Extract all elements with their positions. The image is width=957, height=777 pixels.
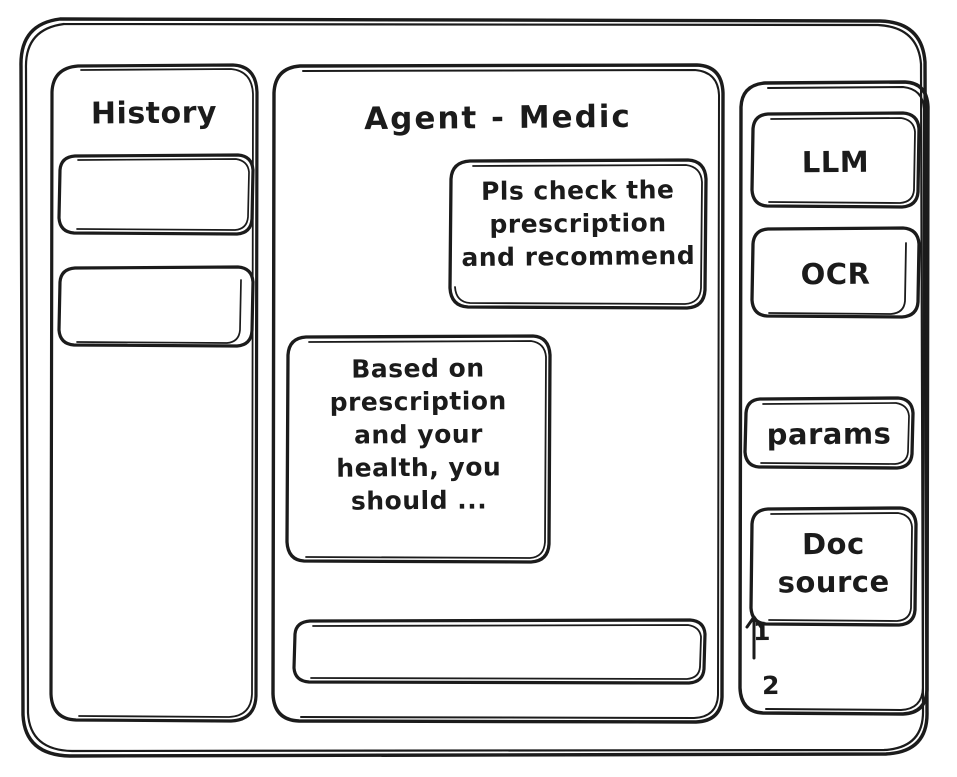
user-message-text: Pls check the prescription and recommend bbox=[461, 175, 696, 273]
message-input-value bbox=[310, 634, 690, 637]
annotation-2[interactable]: 2 bbox=[761, 671, 781, 701]
message-input[interactable] bbox=[294, 620, 705, 683]
ocr-chip[interactable]: OCR bbox=[752, 228, 919, 317]
llm-chip-label: LLM bbox=[801, 144, 870, 180]
annotation-1[interactable]: 1 bbox=[752, 617, 772, 647]
user-message-bubble[interactable]: Pls check the prescription and recommend bbox=[450, 160, 706, 308]
assistant-message-bubble[interactable]: Based on prescription and your health, y… bbox=[287, 336, 550, 562]
params-chip[interactable]: params bbox=[745, 398, 913, 468]
agent-title: Agent - Medic bbox=[364, 98, 632, 138]
history-panel bbox=[51, 66, 258, 722]
doc-source-chip-label: Doc source bbox=[777, 526, 890, 600]
params-chip-label: params bbox=[766, 416, 892, 452]
ocr-chip-label: OCR bbox=[800, 256, 871, 292]
llm-chip[interactable]: LLM bbox=[752, 113, 919, 207]
assistant-message-text: Based on prescription and your health, y… bbox=[329, 353, 507, 516]
doc-source-chip[interactable]: Doc source bbox=[751, 508, 916, 625]
